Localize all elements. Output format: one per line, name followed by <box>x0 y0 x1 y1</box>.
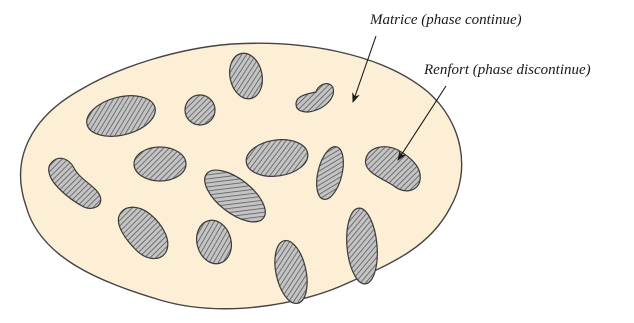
matrix-label: Matrice (phase continue) <box>369 12 522 28</box>
reinforcement-label: Renfort (phase discontinue) <box>423 62 591 78</box>
inclusion <box>185 95 215 125</box>
inclusion <box>134 147 186 181</box>
